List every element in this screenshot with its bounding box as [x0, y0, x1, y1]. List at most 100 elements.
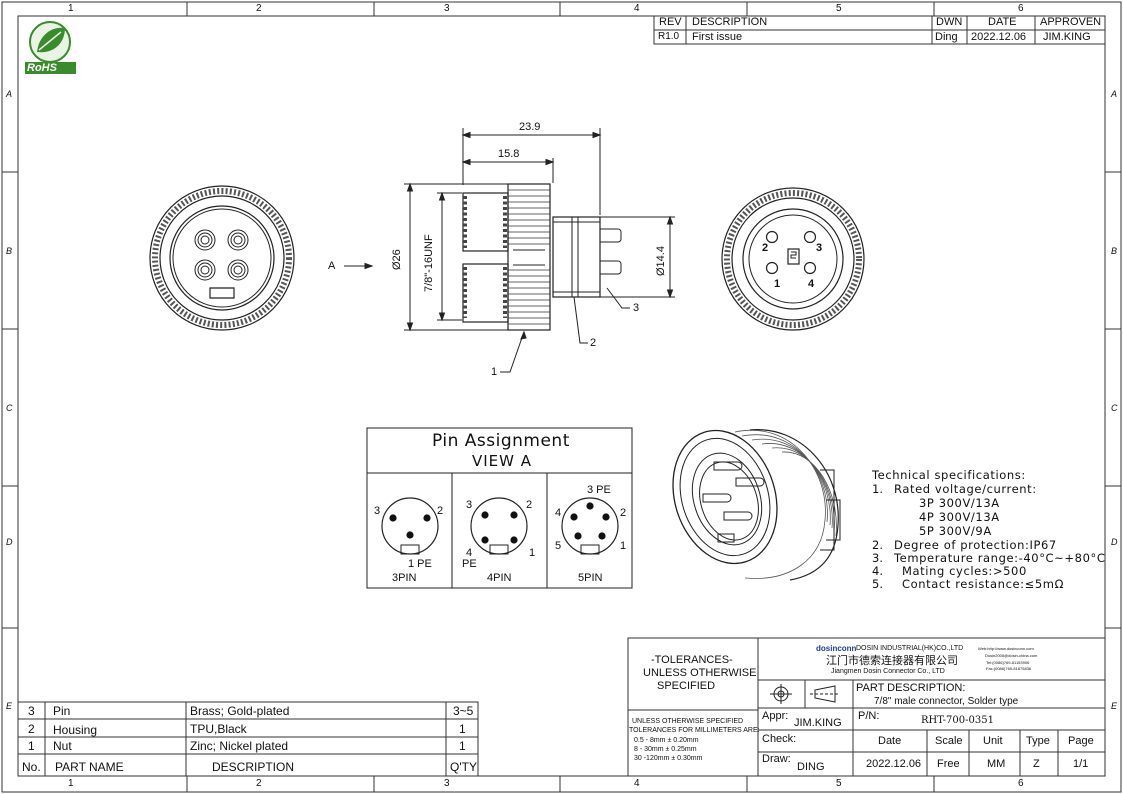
bom-row-2-desc: TPU,Black [190, 722, 247, 736]
col-label-1: 1 [68, 3, 74, 14]
tolerances-title-3: SPECIFIED [657, 680, 716, 692]
bom-row-2-part: Housing [53, 723, 98, 737]
value-type: Z [1033, 758, 1040, 770]
pin5-label-2: 2 [620, 507, 627, 519]
part-description-label: PART DESCRIPTION: [856, 682, 966, 694]
pin4-label-4: 4 [466, 547, 473, 559]
col-label-1-bottom: 1 [68, 778, 74, 789]
row-label-a: A [6, 89, 13, 99]
rev-date-value: 2022.12.06 [971, 31, 1027, 43]
col-label-2-bottom: 2 [256, 778, 262, 789]
rev-header: REV [659, 16, 682, 28]
bom-header-no: No. [22, 760, 41, 774]
header-page: Page [1068, 735, 1094, 747]
view-arrow-label: A [328, 260, 336, 272]
spec-num-1: 1. [872, 482, 883, 496]
spec-num-5: 5. [872, 577, 883, 591]
pin4-label-3: 3 [466, 499, 473, 511]
company-fax: Fax:(0086)769-81875836 [986, 666, 1032, 671]
spec-text-4p: 4P 300V/13A [919, 510, 1000, 524]
header-date: Date [878, 735, 902, 747]
value-scale: Free [937, 758, 960, 770]
appr-value: JIM.KING [794, 717, 842, 729]
pin3-label-2: 2 [437, 505, 444, 517]
callout-1: 1 [491, 366, 498, 378]
header-scale: Scale [935, 735, 963, 747]
rev-date-header: DATE [988, 16, 1017, 28]
col-label-4: 4 [634, 3, 640, 14]
spec-text-4: Mating cycles:>500 [902, 564, 1027, 578]
row-label-b-right: B [1111, 246, 1118, 256]
pin5-label-4: 4 [555, 507, 562, 519]
row-label-e-right: E [1111, 701, 1118, 711]
pin5-label-5: 5 [555, 540, 562, 552]
spec-text-5: Contact resistance:≤5mΩ [902, 577, 1064, 591]
specs-title: Technical specifications: [872, 468, 1026, 482]
technical-specs: Technical specifications: 1. Rated volta… [872, 468, 1105, 591]
bom-row-1-part: Pin [53, 704, 71, 718]
tolerances-title-2: UNLESS OTHERWISE [643, 667, 757, 679]
row-label-d-right: D [1111, 537, 1118, 547]
callout-3: 3 [633, 302, 640, 314]
front-pin-2: 2 [762, 242, 769, 254]
pin5-label-1: 1 [620, 540, 627, 552]
col-label-6: 6 [1018, 3, 1024, 14]
pin3-name: 3PIN [392, 572, 417, 584]
company-brand: dosinconn [816, 644, 857, 653]
draw-value: DING [797, 761, 825, 773]
appr-label: Appr: [762, 710, 789, 722]
bom-row-2-no: 2 [28, 722, 35, 736]
pin4-name: 4PIN [487, 572, 512, 584]
header-unit: Unit [983, 735, 1003, 747]
company-tel: Tel:(0086)769-81153906 [986, 660, 1030, 665]
spec-text-2: Degree of protection:IP67 [894, 538, 1057, 552]
row-label-b: B [6, 246, 13, 256]
pin4-label-pe: PE [462, 558, 477, 570]
bom-row-1-desc: Brass; Gold-plated [190, 704, 290, 718]
tolerances-detail-3: 0.5 - 8mm ± 0.20mm [634, 737, 699, 744]
rev-approved-value: JIM.KING [1043, 31, 1091, 43]
company-name-en: DOSIN INDUSTRIAL(HK)CO.,LTD [856, 645, 964, 652]
draw-label: Draw: [762, 753, 791, 765]
bom-row-2-qty: 1 [459, 722, 466, 736]
front-pin-4: 4 [808, 278, 815, 290]
bom-row-1-no: 3 [28, 704, 35, 718]
col-label-5-bottom: 5 [836, 778, 842, 789]
spec-num-4: 4. [872, 564, 883, 578]
row-label-a-right: A [1111, 89, 1118, 99]
rohs-logo: RoHS [23, 20, 78, 75]
pin3-label-1pe: 1 PE [408, 558, 432, 570]
pin5-label-3pe: 3 PE [587, 484, 611, 496]
bom-row-3-desc: Zinc; Nickel plated [190, 739, 289, 753]
rohs-leaf-icon [23, 20, 78, 75]
bom-header-qty: Q'TY [450, 760, 477, 774]
row-label-c: C [6, 403, 13, 413]
spec-num-2: 2. [872, 538, 883, 552]
rev-approved-header: APPROVEN [1040, 16, 1102, 28]
tolerances-title-1: -TOLERANCES- [651, 654, 733, 666]
part-description: 7/8" male connector, Solder type [874, 696, 1019, 707]
col-label-2: 2 [256, 3, 262, 14]
col-label-5: 5 [836, 3, 842, 14]
col-label-4-bottom: 4 [634, 778, 640, 789]
company-web: Web:http://www.dosinconn.com [978, 646, 1034, 651]
pin-assignment-title: Pin Assignment [432, 431, 570, 451]
dim-thread-length: 15.8 [498, 148, 520, 160]
col-label-6-bottom: 6 [1018, 778, 1024, 789]
rev-description-header: DESCRIPTION [692, 16, 768, 28]
bom-header-part: PART NAME [55, 760, 124, 774]
rev-value: R1.0 [658, 31, 680, 42]
row-label-d: D [6, 537, 13, 547]
tolerances-detail-1: UNLESS OTHERWISE SPECIFIED [632, 718, 744, 725]
bom-row-3-qty: 1 [459, 739, 466, 753]
spec-text-1: Rated voltage/current: [894, 482, 1037, 496]
rev-description-value: First issue [692, 31, 743, 43]
projection-symbol-icon [770, 684, 840, 704]
